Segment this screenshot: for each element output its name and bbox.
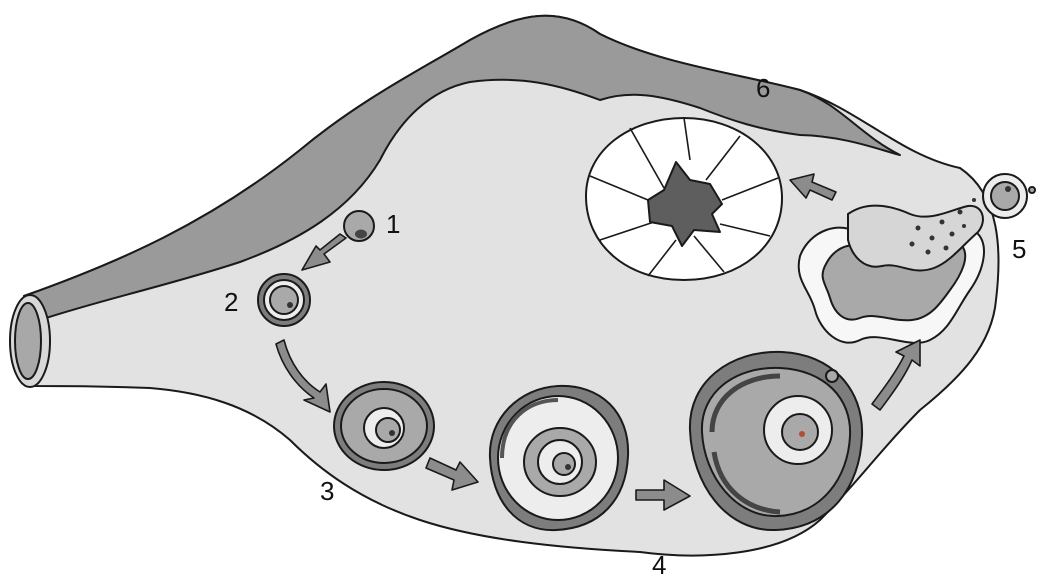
- label-4: 4: [652, 550, 666, 578]
- primordial-follicle: [344, 211, 374, 241]
- corpus-luteum: [586, 118, 782, 280]
- label-1: 1: [386, 209, 400, 239]
- label-6: 6: [756, 73, 770, 103]
- label-3: 3: [320, 476, 334, 506]
- label-2: 2: [224, 287, 238, 317]
- antral-follicle: [490, 386, 628, 530]
- mature-follicle: [690, 352, 862, 530]
- label-5: 5: [1012, 234, 1026, 264]
- primary-follicle: [258, 274, 310, 326]
- released-oocyte: [983, 174, 1035, 218]
- secondary-follicle: [334, 382, 434, 470]
- hilum-tube: [10, 295, 50, 387]
